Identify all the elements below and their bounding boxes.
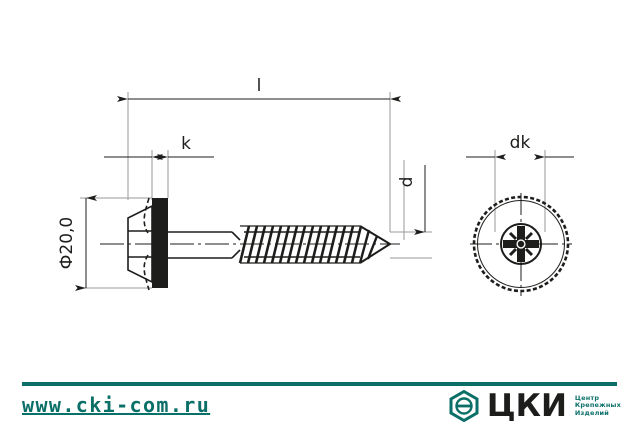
dimension-head-height: k	[104, 134, 214, 160]
dimension-length: l	[117, 76, 401, 102]
dimension-head-diameter: dk	[466, 133, 574, 160]
head-extension-lines	[494, 150, 546, 232]
dimension-label-head-height: k	[181, 134, 191, 154]
tagline-line-2: Крепежных	[574, 401, 621, 410]
screw-thread	[238, 225, 392, 264]
head-outer-circle	[477, 200, 565, 288]
head-end-view: dk	[466, 133, 574, 296]
dimension-label-head-diameter: dk	[510, 133, 531, 153]
company-logo: ЦКИ Центр Крепежных Изделий	[449, 389, 621, 423]
recess-circle	[500, 223, 542, 265]
brand-tagline: Центр Крепежных Изделий	[574, 393, 621, 418]
head-outer-knurled-edge	[472, 195, 570, 293]
washer-hidden-outline	[143, 197, 150, 291]
tagline-line-1: Центр	[574, 393, 600, 402]
brand-name-text: ЦКИ	[486, 387, 567, 424]
footer-divider	[22, 382, 617, 386]
tagline-line-3: Изделий	[574, 408, 610, 417]
screw-shank	[168, 231, 241, 259]
hexagon-logo-icon	[449, 390, 479, 422]
sealing-washer	[152, 198, 168, 288]
dimension-label-length: l	[257, 76, 262, 96]
dimension-label-shank-diameter: d	[397, 177, 417, 188]
page-footer: www.cki-com.ru ЦКИ Центр Крепежных Издел…	[0, 370, 639, 425]
website-url-link[interactable]: www.cki-com.ru	[22, 393, 211, 417]
side-elevation-view: l k Ф20,0 d	[57, 76, 432, 291]
screw-drawing-svg: l k Ф20,0 d	[57, 76, 574, 296]
pozidriv-recess-icon	[503, 226, 539, 262]
dimension-shank-diameter: d	[397, 165, 426, 235]
dimension-washer-diameter: Ф20,0	[57, 195, 97, 291]
dimension-label-washer-diameter: Ф20,0	[57, 217, 77, 270]
technical-drawing-canvas: l k Ф20,0 d	[57, 76, 574, 296]
